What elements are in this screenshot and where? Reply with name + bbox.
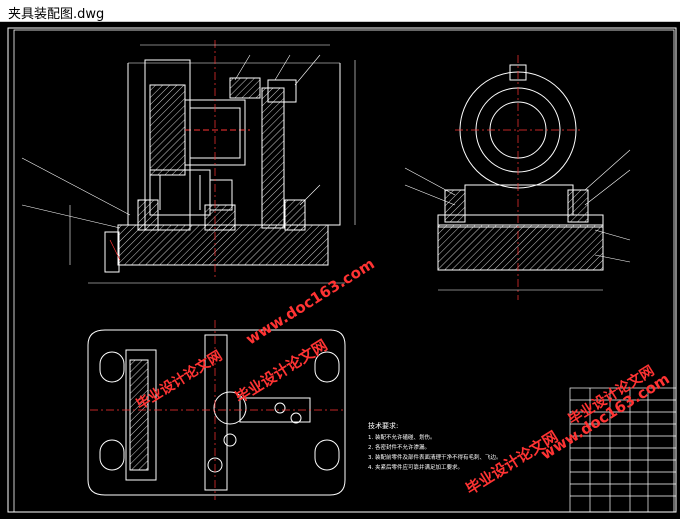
cad-viewport[interactable]: 技术要求: 1. 装配不允许磕碰、划伤。 2. 各密封件不允许渗漏。 3. 装配…	[0, 22, 680, 515]
watermark-3-site: www.doc163.com	[538, 370, 673, 464]
side-view	[404, 55, 631, 300]
title-block	[569, 387, 677, 513]
window-title: 夹具装配图.dwg	[8, 7, 105, 22]
tech-notes-title: 技术要求:	[368, 421, 398, 430]
drawing-frame-inner	[13, 29, 675, 513]
watermark-1: www.doc163.com 毕业设计论文网	[232, 255, 378, 407]
watermark-1-site: www.doc163.com	[243, 255, 378, 349]
front-section-view	[21, 40, 356, 284]
window-titlebar: 夹具装配图.dwg	[0, 0, 680, 22]
tech-note-4: 4. 夹紧后零件应可靠并满足加工要求。	[368, 463, 463, 471]
tech-note-1: 1. 装配不允许磕碰、划伤。	[368, 433, 436, 441]
tech-note-3: 3. 装配前零件及部件表面清理干净不得有毛刺、飞边。	[368, 453, 502, 461]
technical-notes: 技术要求: 1. 装配不允许磕碰、划伤。 2. 各密封件不允许渗漏。 3. 装配…	[368, 421, 502, 471]
cad-drawing: 技术要求: 1. 装配不允许磕碰、划伤。 2. 各密封件不允许渗漏。 3. 装配…	[7, 27, 677, 513]
watermark-3: www.doc163.com	[538, 370, 673, 464]
top-view	[87, 320, 346, 500]
tech-note-2: 2. 各密封件不允许渗漏。	[368, 443, 430, 451]
watermark-1-brand: 毕业设计论文网	[232, 336, 331, 407]
